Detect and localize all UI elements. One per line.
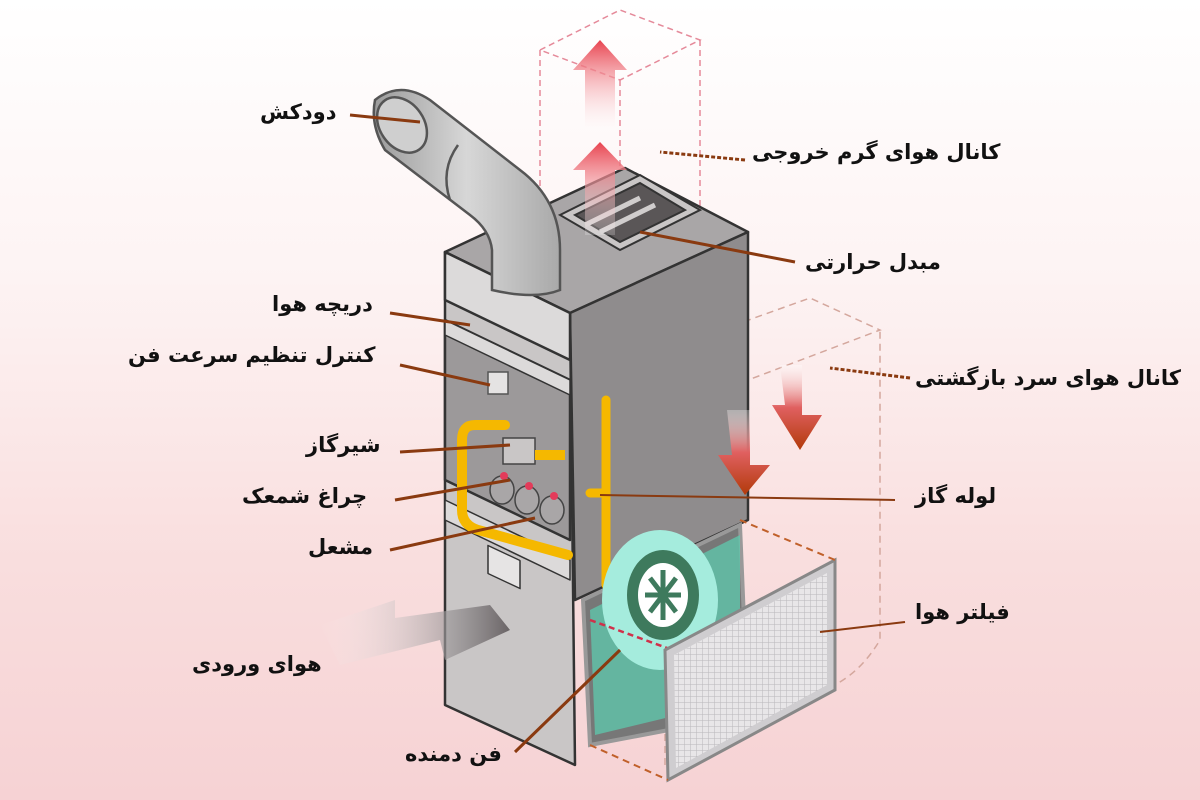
fan-speed-control-box (487, 371, 509, 395)
label-pilot-light: چراغ شمعک (242, 484, 368, 508)
label-warm-air-outlet-duct: کانال هوای گرم خروجی (752, 140, 1001, 164)
label-burner: مشعل (308, 535, 373, 559)
label-inlet-air: هوای ورودی (192, 652, 322, 676)
label-gas-pipe: لوله گاز (915, 484, 997, 508)
label-gas-valve: شیرگاز (306, 433, 381, 457)
gas-assembly (457, 420, 573, 560)
label-heat-exchanger: مبدل حرارتی (805, 250, 941, 274)
label-air-filter: فیلتر هوا (915, 600, 1010, 624)
hot-air-arrows (573, 40, 627, 235)
inlet-air-arrow (320, 600, 510, 665)
cold-air-arrows (718, 365, 822, 495)
leader-lines (349, 113, 911, 754)
access-panel-slot (487, 544, 521, 590)
label-cold-air-return-duct: کانال هوای سرد بازگشتی (915, 366, 1181, 390)
label-air-vent: دریچه هوا (272, 292, 373, 316)
label-fan-speed-control: کنترل تنظیم سرعت فن (128, 343, 376, 367)
gas-pipe (585, 395, 611, 590)
label-blower-fan: فن دمنده (405, 742, 502, 766)
label-chimney: دودکش (260, 100, 337, 124)
chimney (372, 88, 562, 297)
air-filter (589, 519, 837, 783)
